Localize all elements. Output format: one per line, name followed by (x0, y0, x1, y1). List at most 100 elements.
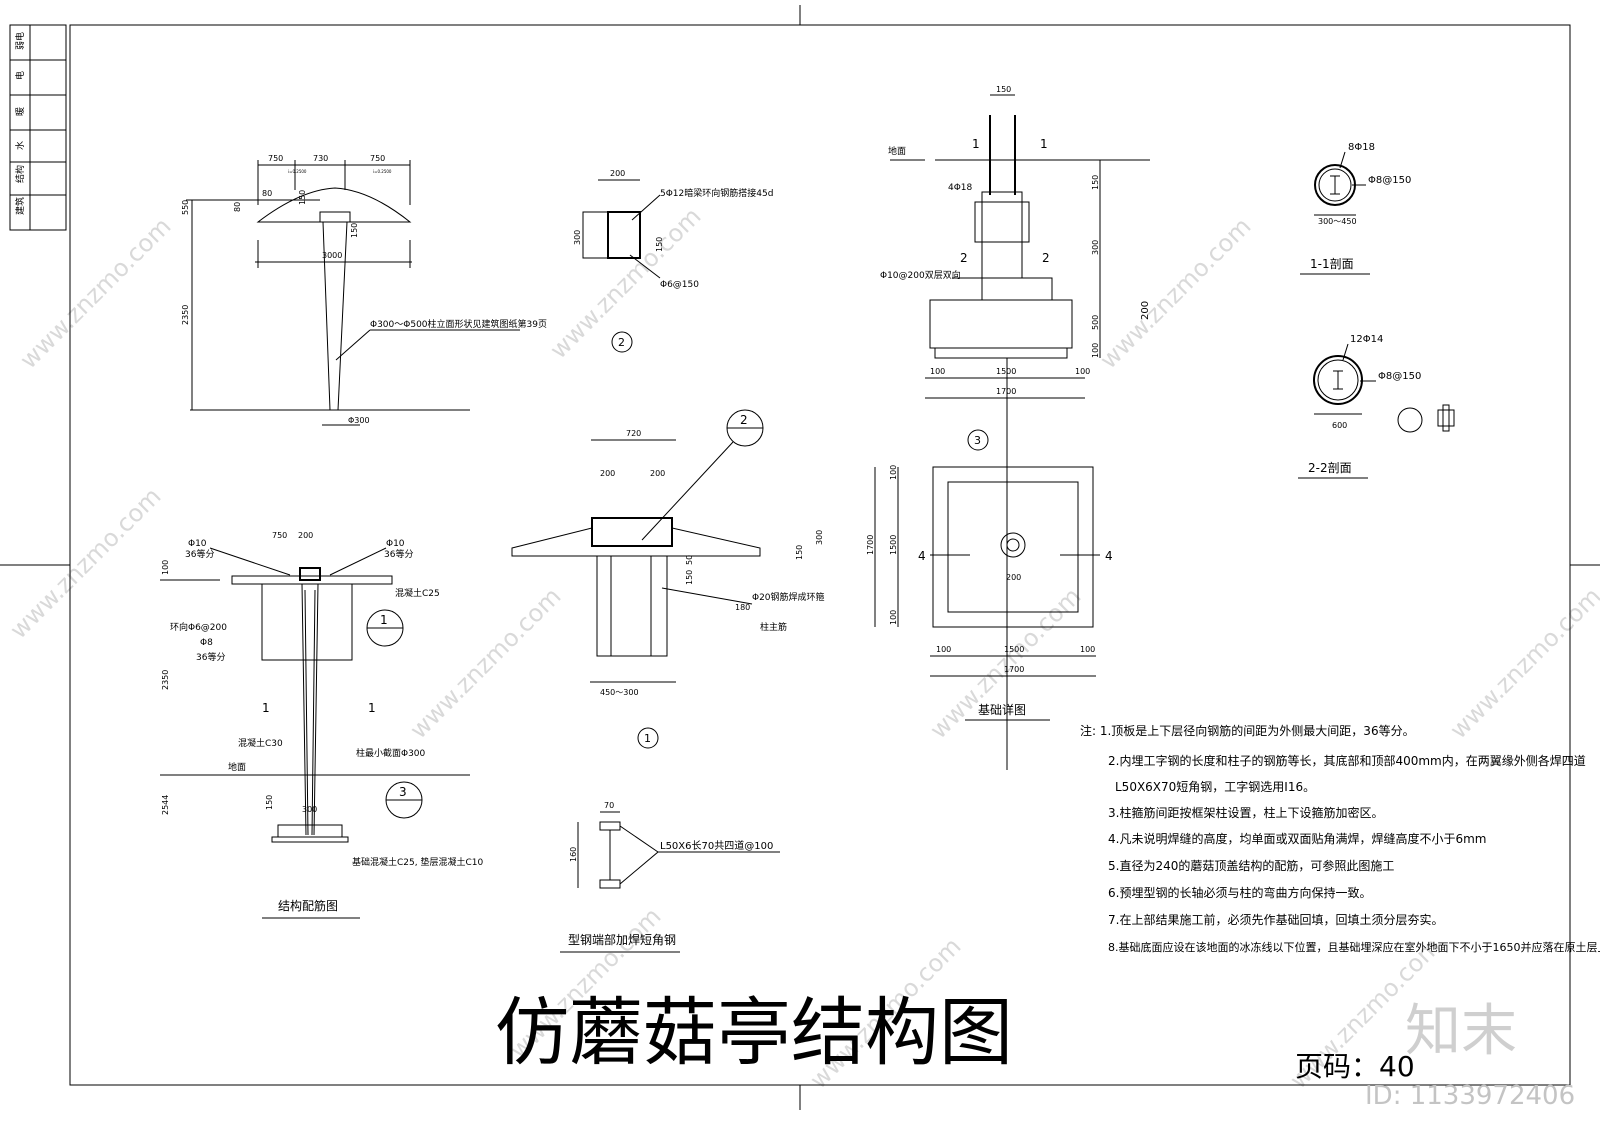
side-table-cell: 建筑 (14, 197, 26, 215)
callout-label: 36等分 (185, 548, 214, 560)
dim-label: 80 (233, 202, 242, 212)
view-caption: 型钢端部加焊短角钢 (568, 932, 676, 947)
section-mark: 2 (960, 251, 968, 265)
watermark-text: www.znzmo.com (1094, 212, 1256, 374)
dim-label: 1500 (996, 367, 1016, 376)
dim-label: 200 (600, 469, 615, 478)
dim-label: 730 (313, 154, 328, 163)
callout-label: Φ8 (200, 638, 213, 648)
dim-label: 500 (1091, 315, 1100, 330)
detail-marker-label: 1 (380, 613, 388, 627)
dim-label: 300 (1091, 240, 1100, 255)
callout-label: 36等分 (196, 651, 225, 663)
side-table-cell: 暖 (14, 107, 26, 116)
detail-marker-label: 3 (399, 785, 407, 799)
dim-label: 100 (889, 610, 898, 625)
dim-label: 450～300 (600, 688, 639, 697)
callout-label: 5Φ12暗梁环向钢筋搭接45d (660, 187, 773, 199)
callout-label: 柱主筋 (760, 621, 787, 633)
view-caption: 1-1剖面 (1310, 257, 1354, 271)
callout-label: 混凝土C30 (238, 737, 283, 749)
section-mark: 4 (918, 549, 926, 563)
dim-label: 550 (181, 200, 190, 215)
callout-label: 8Φ18 (1348, 142, 1375, 153)
section-mark: 2 (1042, 251, 1050, 265)
callout-label: Φ20钢筋焊成环箍 (752, 591, 825, 603)
dim-label: 1500 (889, 535, 898, 555)
dim-label: 750 (272, 531, 287, 540)
dim-label: 100 (1080, 645, 1095, 654)
dim-label: 200 (1006, 573, 1021, 582)
detail-marker (967, 429, 989, 451)
watermark-logo: 知末 (1405, 999, 1517, 1064)
detail-1-view: 720 200 200 300 150 150 50 180 450～300 Φ… (511, 409, 825, 749)
dim-label: 70 (604, 801, 614, 810)
dim-label: 180 (735, 603, 750, 612)
view-caption: 结构配筋图 (278, 898, 338, 913)
dim-label: 600 (1332, 421, 1347, 430)
angle-steel-view: 70 160 L50X6长70共四道@100 型钢端部加焊短角钢 (560, 801, 780, 953)
dim-label: 300～450 (1318, 217, 1357, 226)
dim-label: 720 (626, 429, 641, 438)
structure-view: Φ10 36等分 Φ10 36等分 环向Φ6@200 Φ8 36等分 混凝土C2… (160, 531, 483, 919)
page-title: 仿蘑菇亭结构图 (495, 990, 1013, 1076)
detail-marker (611, 331, 633, 353)
dim-label: 1500 (1004, 645, 1024, 654)
side-table-cell: 电 (14, 71, 26, 80)
callout-label: 4Φ18 (948, 183, 973, 193)
note-line: 注: 1.顶板是上下层径向钢筋的间距为外侧最大间距，36等分。 (1080, 723, 1415, 738)
watermark-text: www.znzmo.com (14, 212, 176, 374)
detail-2-view: 200 300 150 5Φ12暗梁环向钢筋搭接45d Φ6@150 2 (573, 169, 773, 353)
section-1-1: 300～450 8Φ18 Φ8@150 1-1剖面 (1300, 142, 1411, 275)
detail-marker-label: 2 (740, 413, 748, 427)
callout-label: Φ10@200双层双向 (880, 269, 961, 281)
dim-label: 2350 (161, 670, 170, 690)
note-line: L50X6X70短角钢，工字钢选用I16。 (1115, 779, 1315, 794)
dim-label: 80 (262, 189, 272, 198)
dim-label: 100 (1091, 343, 1100, 358)
dim-label: 200 (1140, 301, 1151, 320)
foundation-section: 地面 150 150 300 500 100 4Φ18 Φ10@200双层双向 … (880, 85, 1151, 770)
section-mark: 1 (1040, 137, 1048, 151)
detail-marker-label: 2 (618, 336, 625, 349)
callout-note: Φ300～Φ500柱立面形状见建筑图纸第39页 (370, 318, 547, 330)
dim-label: 3000 (322, 251, 342, 260)
dim-label: 2544 (161, 795, 170, 815)
note-line: 5.直径为240的蘑菇顶盖结构的配筋，可参照此图施工 (1108, 858, 1394, 873)
callout-label: 混凝土C25 (395, 587, 440, 599)
dim-label: Φ300 (348, 416, 370, 425)
side-table: 建筑 结构 水 暖 电 弱电 (9, 24, 67, 231)
dim-label: 160 (569, 847, 578, 862)
dim-label: 300 (815, 530, 824, 545)
callout-label: 柱最小截面Φ300 (356, 747, 426, 759)
detail-marker-label: 3 (974, 434, 981, 447)
watermark-text: www.znzmo.com (404, 582, 566, 744)
watermark-text: www.znzmo.com (4, 482, 166, 644)
note-line: 6.预埋型钢的长轴必须与柱的弯曲方向保持一致。 (1108, 885, 1371, 900)
dim-label: 100 (1075, 367, 1090, 376)
callout-label: L50X6长70共四道@100 (660, 839, 773, 852)
notes-block: 注: 1.顶板是上下层径向钢筋的间距为外侧最大间距，36等分。 2.内埋工字钢的… (1080, 723, 1600, 954)
watermark-text: www.znzmo.com (1444, 582, 1600, 744)
dim-label: 100 (930, 367, 945, 376)
dim-label: 150 (350, 223, 359, 238)
dim-label: 100 (889, 465, 898, 480)
dim-label: 150 (795, 545, 804, 560)
dim-label: 1700 (996, 387, 1016, 396)
view-caption: 基础详图 (978, 702, 1026, 717)
watermark-id: ID: 1133972406 (1365, 1081, 1575, 1111)
callout-label: Φ10 (188, 539, 207, 549)
dim-label: 150 (996, 85, 1011, 94)
dim-label: 100 (161, 560, 170, 575)
detail-marker-label: 1 (644, 732, 651, 745)
dim-label: 200 (650, 469, 665, 478)
dim-label: 150 (298, 190, 307, 205)
note-line: 4.凡未说明焊缝的高度，均单面或双面贴角满焊，焊缝高度不小于6mm (1108, 831, 1486, 846)
dim-label: 150 (1091, 175, 1100, 190)
side-table-cell: 结构 (14, 165, 26, 183)
dim-label: 1700 (1004, 665, 1024, 674)
dim-label: 1700 (866, 535, 875, 555)
note-line: 2.内埋工字钢的长度和柱子的钢筋等长，其底部和顶部400mm内，在两翼缘外侧各焊… (1108, 753, 1586, 768)
callout-label: 环向Φ6@200 (170, 621, 227, 633)
